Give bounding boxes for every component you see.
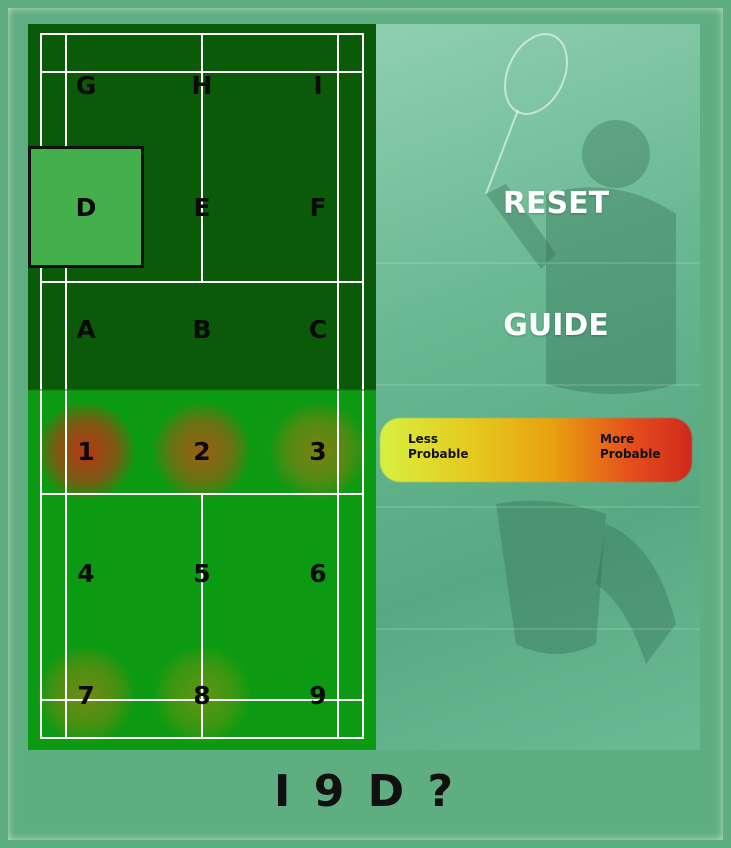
zone-E[interactable]: E xyxy=(144,146,260,268)
zone-label: 5 xyxy=(193,558,211,588)
legend-more-label: More Probable xyxy=(600,432,661,462)
reset-button[interactable]: RESET xyxy=(486,178,626,228)
zone-label: B xyxy=(192,314,212,344)
zone-H[interactable]: H xyxy=(144,24,260,146)
artwork-sketch xyxy=(376,33,700,664)
zone-label: 9 xyxy=(309,680,327,710)
zone-label: I xyxy=(313,70,323,100)
zone-8[interactable]: 8 xyxy=(144,634,260,750)
zone-label: A xyxy=(76,314,96,344)
zone-2[interactable]: 2 xyxy=(144,390,260,512)
zone-G[interactable]: G xyxy=(28,24,144,146)
zone-5[interactable]: 5 xyxy=(144,512,260,634)
zone-label: 7 xyxy=(77,680,95,710)
legend-less-label: Less Probable xyxy=(408,432,469,462)
legend-less-line1: Less xyxy=(408,432,439,446)
zone-A[interactable]: A xyxy=(28,268,144,390)
zone-4[interactable]: 4 xyxy=(28,512,144,634)
legend-more-line1: More xyxy=(600,432,635,446)
zone-F[interactable]: F xyxy=(260,146,376,268)
zone-9[interactable]: 9 xyxy=(260,634,376,750)
zone-label: H xyxy=(191,70,213,100)
guide-button[interactable]: GUIDE xyxy=(486,300,626,350)
zone-label: 8 xyxy=(193,680,211,710)
zone-7[interactable]: 7 xyxy=(28,634,144,750)
zone-label: 6 xyxy=(309,558,327,588)
legend-less-line2: Probable xyxy=(408,447,469,461)
zone-3[interactable]: 3 xyxy=(260,390,376,512)
court-lines xyxy=(28,33,376,739)
zone-6[interactable]: 6 xyxy=(260,512,376,634)
legend-more-line2: Probable xyxy=(600,447,661,461)
zone-D[interactable]: D xyxy=(28,146,144,268)
zone-I[interactable]: I xyxy=(260,24,376,146)
zone-B[interactable]: B xyxy=(144,268,260,390)
zone-C[interactable]: C xyxy=(260,268,376,390)
zone-label: E xyxy=(193,192,211,222)
zone-label: C xyxy=(308,314,328,344)
badminton-court: G H I D E F A B C 1 2 3 4 5 6 7 8 9 xyxy=(28,24,376,750)
sequence-code: I 9 D ? xyxy=(274,766,457,817)
zone-label: F xyxy=(309,192,327,222)
zone-label: 4 xyxy=(77,558,95,588)
probability-legend xyxy=(380,418,692,482)
zone-label: 3 xyxy=(309,436,327,466)
player-artwork: RESET GUIDE xyxy=(376,24,700,750)
zone-label: D xyxy=(75,192,97,222)
zone-1[interactable]: 1 xyxy=(28,390,144,512)
zone-label: 2 xyxy=(193,436,211,466)
zone-label: 1 xyxy=(77,436,95,466)
zone-label: G xyxy=(75,70,97,100)
